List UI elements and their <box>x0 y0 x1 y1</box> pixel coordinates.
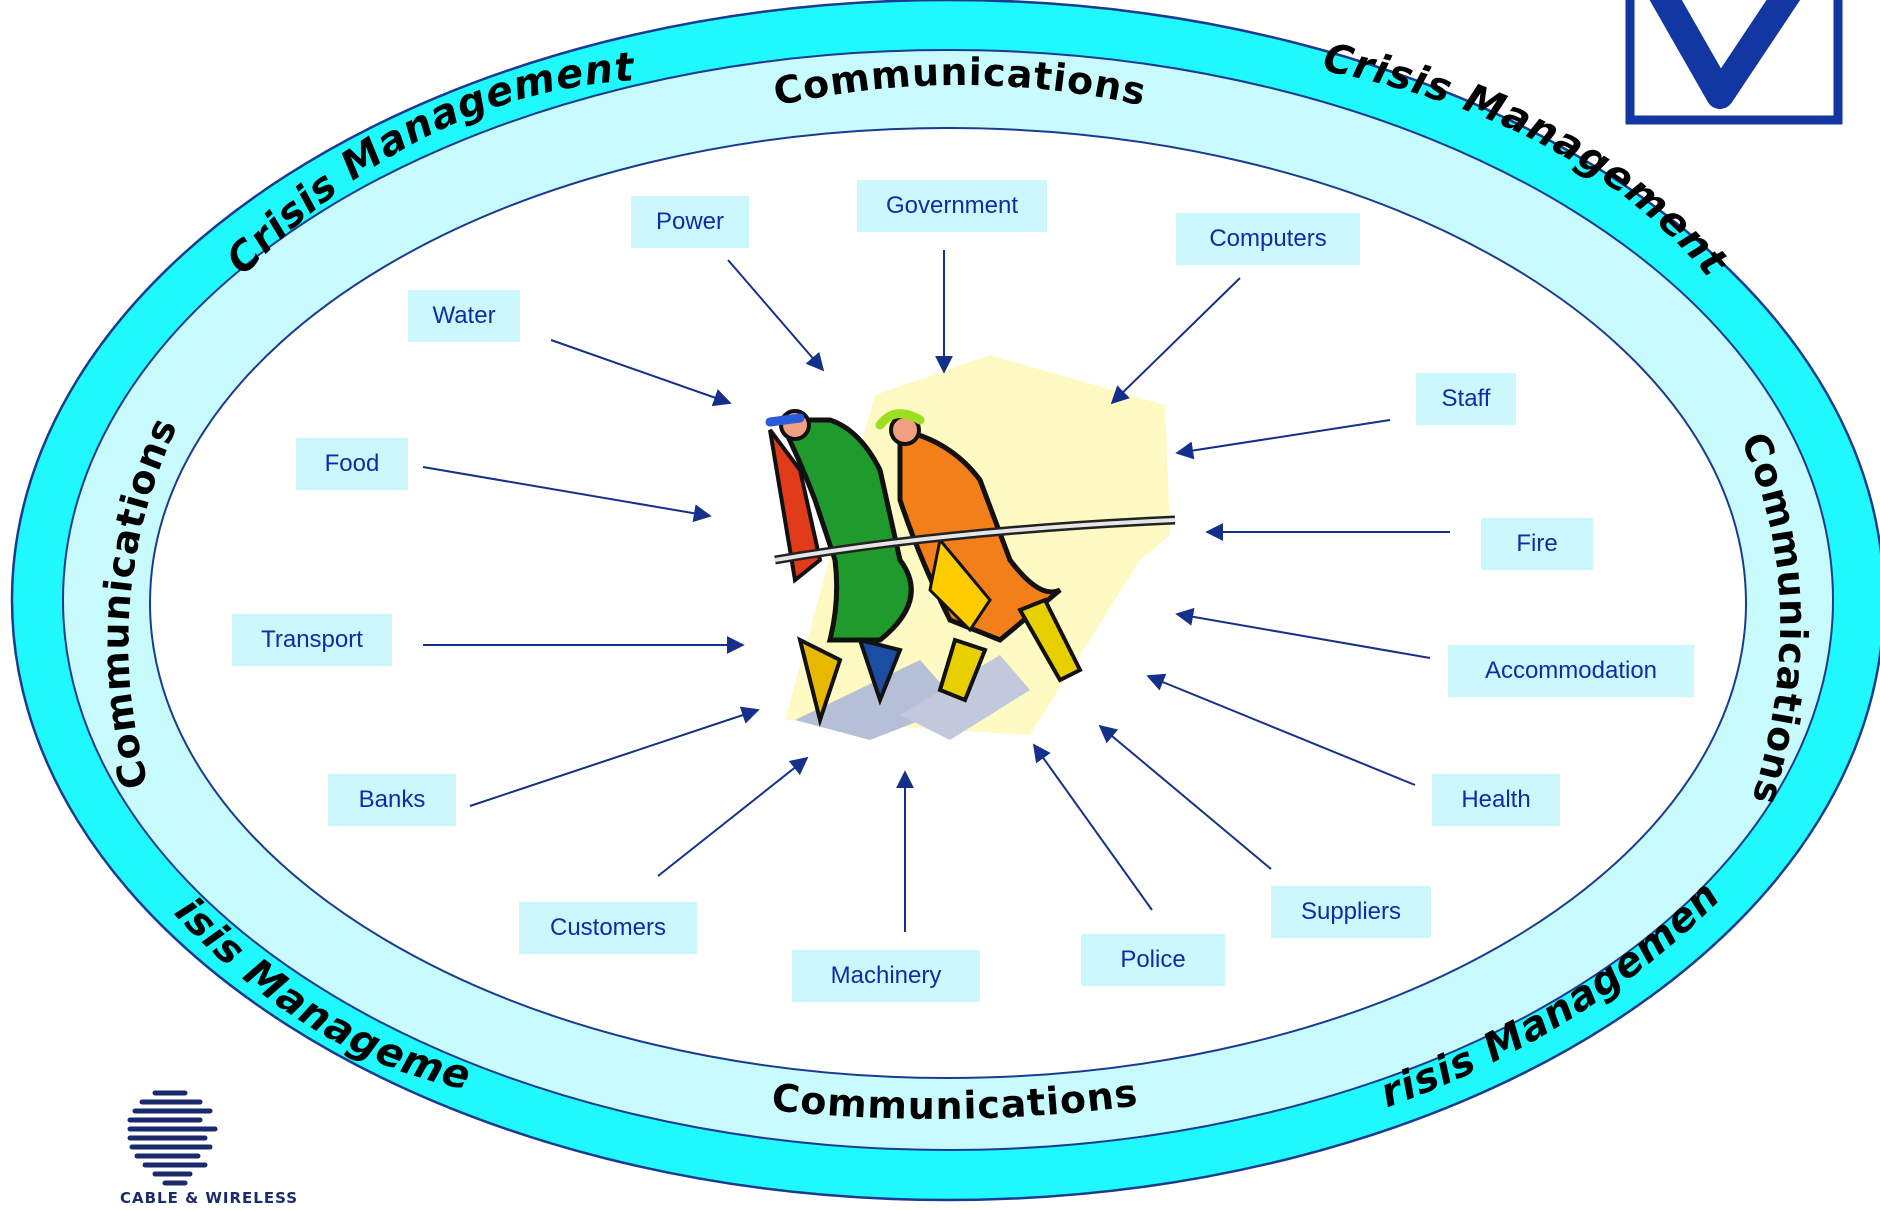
factor-machinery: Machinery <box>792 950 980 1002</box>
factor-staff: Staff <box>1416 373 1516 425</box>
arrow-power <box>727 259 825 372</box>
factor-suppliers: Suppliers <box>1271 886 1431 938</box>
factor-police: Police <box>1081 934 1225 986</box>
factor-fire: Fire <box>1481 518 1593 570</box>
arrow-health <box>1146 673 1416 786</box>
factor-banks: Banks <box>328 774 456 826</box>
arrow-banks <box>469 706 760 807</box>
factor-water: Water <box>408 290 520 342</box>
logo-text: CABLE & WIRELESS <box>120 1189 298 1205</box>
arrow-suppliers <box>1098 724 1272 870</box>
factor-food: Food <box>296 438 408 490</box>
factor-transport: Transport <box>232 614 392 666</box>
factor-computers: Computers <box>1176 213 1360 265</box>
arrow-staff <box>1175 419 1391 460</box>
arrow-police <box>1032 743 1153 911</box>
arrow-food <box>422 466 712 523</box>
cable-wireless-globe-logo <box>127 1090 218 1186</box>
factor-customers: Customers <box>519 902 697 954</box>
tug-of-war-people-clipart <box>765 355 1176 740</box>
checkmark-box-icon <box>1625 0 1843 125</box>
factor-power: Power <box>631 196 749 248</box>
arrow-water <box>550 339 732 407</box>
factor-arrows <box>422 250 1450 932</box>
factor-government: Government <box>857 180 1047 232</box>
factor-health: Health <box>1432 774 1560 826</box>
arrow-accommodation <box>1175 607 1431 659</box>
arrow-computers <box>1110 277 1241 405</box>
factor-accommodation: Accommodation <box>1448 645 1694 697</box>
arrow-customers <box>657 756 809 877</box>
